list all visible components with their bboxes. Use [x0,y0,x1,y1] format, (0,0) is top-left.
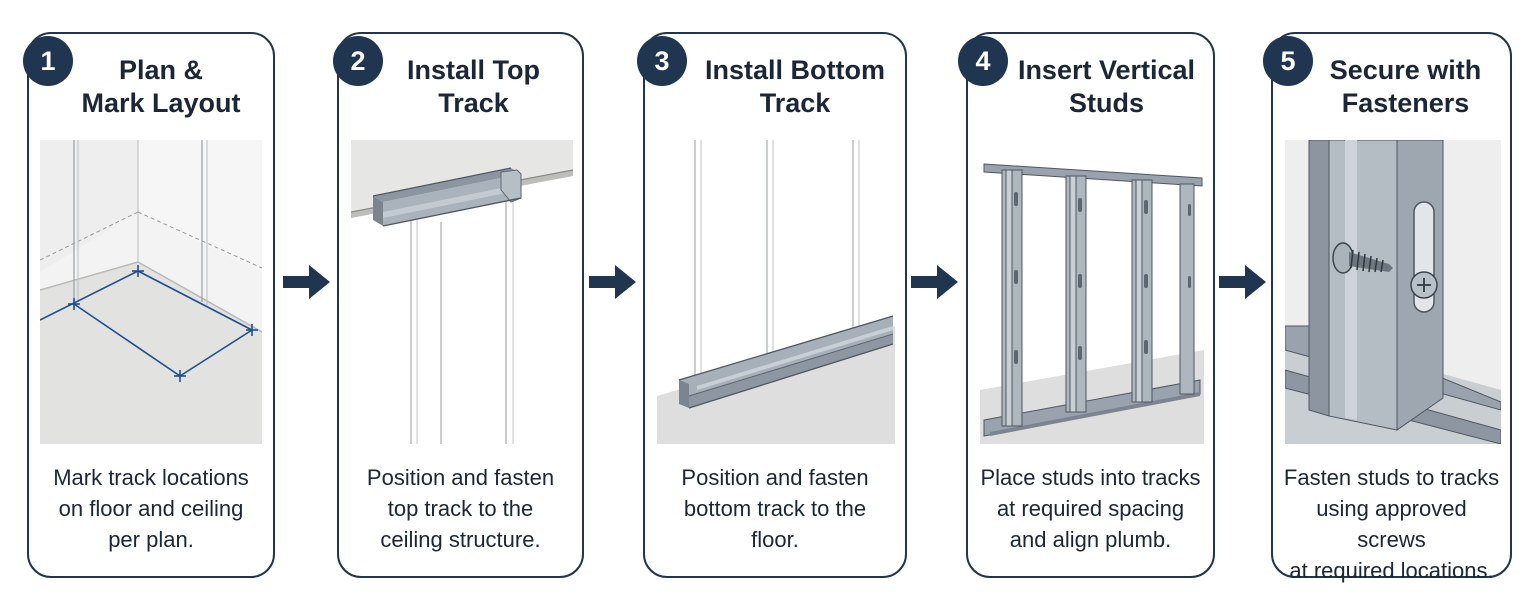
step-description-line: at required spacing [996,496,1185,521]
step-card-5: Secure with Fasteners [1271,32,1512,583]
step-description-line: Position and fasten [366,465,555,490]
step-card-1: Plan & Mark Layout [27,32,275,578]
step-title-line: Install Bottom [705,55,885,85]
step-description-line: and align plumb. [1009,527,1172,552]
step-title-line: Studs [1068,88,1144,118]
step-title: Secure with Fasteners [1309,54,1502,120]
top-track-illustration [351,140,573,444]
step-description-line: per plan. [108,527,194,552]
step-description-line: Position and fasten [681,465,869,490]
arrow-right-icon [1219,264,1267,305]
fastener-illustration [1285,140,1501,444]
step-number-badge: 4 [958,36,1008,86]
step-title: Insert Vertical Studs [1010,54,1203,120]
step-description: Position and fasten bottom track to the … [655,462,895,555]
step-title-line: Fasteners [1341,88,1470,118]
arrow-right-icon [283,264,331,305]
layout-marking-illustration [40,140,262,444]
step-title: Install Top Track [385,54,562,120]
step-number-badge: 3 [637,36,687,86]
step-description-line: Fasten studs to tracks [1283,465,1500,490]
step-card-4: Insert Vertical Studs [966,32,1215,578]
step-description-line: using approved screws [1316,496,1467,552]
arrow-right-icon [911,264,959,305]
step-title-line: Track [759,88,831,118]
step-description-line: bottom track to the [683,496,867,521]
step-number-badge: 5 [1263,36,1313,86]
step-title-line: Install Top [407,55,540,85]
step-description-line: floor. [751,527,799,552]
step-title-line: Secure with [1329,55,1482,85]
step-description: Mark track locations on floor and ceilin… [39,462,263,555]
step-description-line: ceiling structure. [380,527,541,552]
step-title: Plan & Mark Layout [69,54,253,120]
step-title-line: Track [438,88,509,118]
step-title-line: Insert Vertical [1017,55,1196,85]
step-description: Fasten studs to tracks using approved sc… [1283,462,1500,586]
step-title: Install Bottom Track [695,54,895,120]
step-title-line: Plan & [118,55,204,85]
step-description: Position and fasten top track to the cei… [349,462,572,555]
studs-illustration [980,140,1204,444]
step-description-line: Mark track locations [53,465,249,490]
step-description-line: at required locations. [1289,558,1494,583]
step-description: Place studs into tracks at required spac… [978,462,1203,555]
arrow-right-icon [589,264,637,305]
step-description-line: top track to the [387,496,534,521]
step-number-badge: 2 [333,36,383,86]
step-number-badge: 1 [23,36,73,86]
step-description-line: on floor and ceiling [58,496,244,521]
step-description-line: Place studs into tracks [980,465,1201,490]
step-title-line: Mark Layout [81,88,241,118]
bottom-track-illustration [657,140,895,444]
step-card-2: Install Top Track Position and fasten to… [337,32,584,578]
step-card-3: Install Bottom Track Position and fasten… [643,32,907,578]
